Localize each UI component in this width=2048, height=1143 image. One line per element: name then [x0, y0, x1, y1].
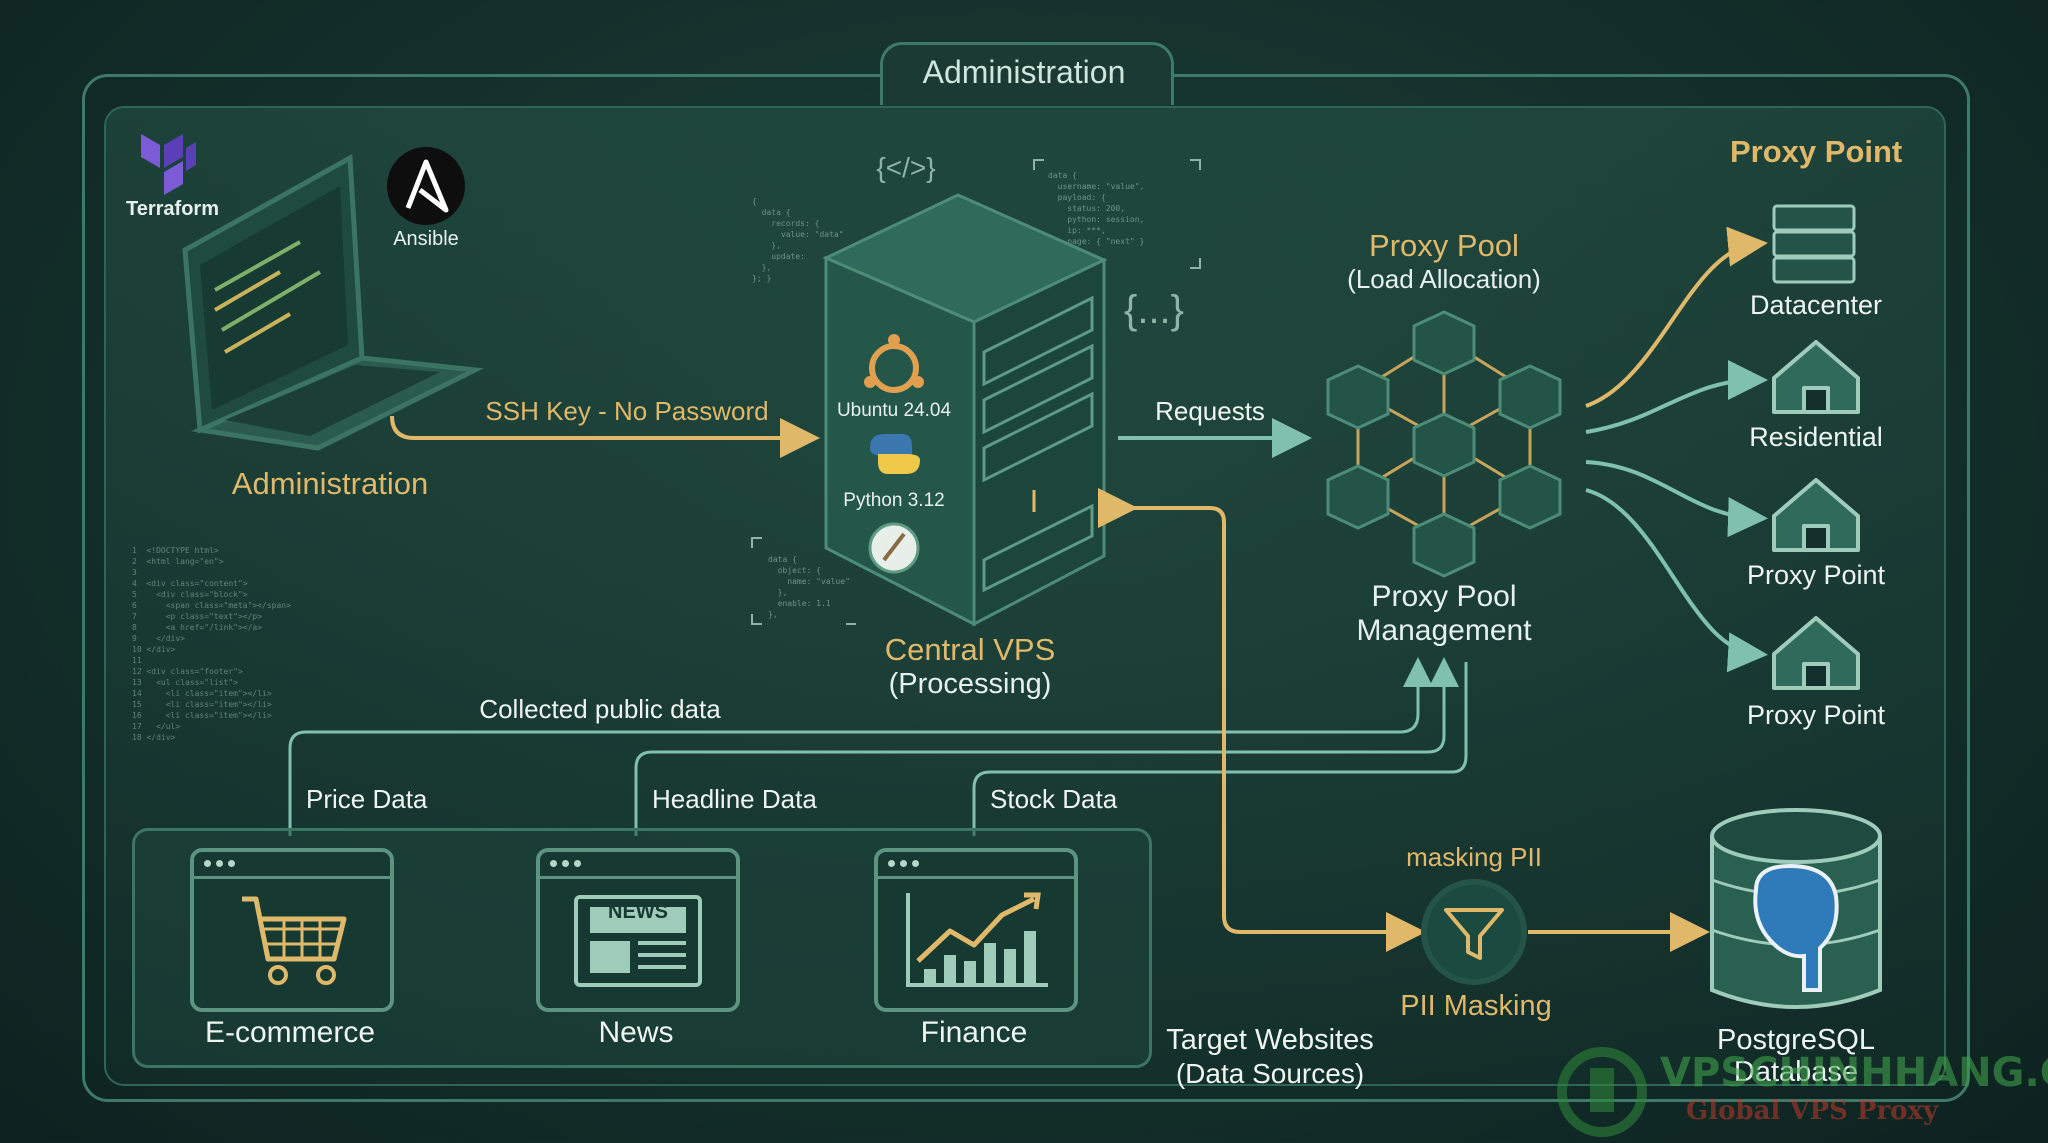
pii-filter-funnel-icon [1421, 879, 1527, 985]
proxy-pool-subtitle: (Load Allocation) [1347, 264, 1541, 294]
newspaper-icon [574, 895, 702, 987]
news-badge: NEWS [608, 901, 668, 923]
administration-label: Administration [231, 466, 429, 501]
proxy-point-house-icon-1 [1772, 478, 1860, 552]
laptop-icon [182, 153, 484, 451]
braces-symbol: {...} [1123, 288, 1185, 332]
requests-label: Requests [1155, 396, 1265, 426]
proxy-node-cubes [1326, 310, 1562, 578]
growth-chart-icon [906, 892, 1048, 987]
watermark-subtitle: Global VPS Proxy [1686, 1096, 1939, 1126]
python-label: Python 3.12 [843, 490, 945, 511]
proxy-point-house-icon-2 [1772, 616, 1860, 690]
central-vps-subtitle: (Processing) [888, 668, 1052, 700]
terraform-icon [141, 134, 196, 195]
sqlite-brush-icon [868, 522, 920, 574]
terraform-label: Terraform [126, 198, 219, 220]
postgresql-label: PostgreSQL [1717, 1024, 1875, 1056]
finance-label: Finance [920, 1016, 1028, 1049]
news-label: News [598, 1016, 674, 1049]
stock-data-label: Stock Data [990, 784, 1118, 814]
ubuntu-icon [864, 334, 924, 393]
postgresql-database-icon [1710, 808, 1882, 1009]
code-symbol: {</>} [876, 152, 936, 183]
json-code-snippet-lower: data { object: { name: "value" }, enable… [768, 555, 850, 619]
watermark-title: VPSCHINHHANG.COM [1660, 1050, 2048, 1096]
datacenter-server-icon [1772, 204, 1856, 284]
html-code-snippet: 1 <!DOCTYPE html> 2 <html lang="en"> 3 4… [132, 546, 291, 742]
pii-masking-label: PII Masking [1400, 990, 1552, 1022]
target-websites-label: Target Websites [1166, 1024, 1374, 1056]
ubuntu-label: Ubuntu 24.04 [836, 400, 952, 421]
proxy-type-proxy-point-2: Proxy Point [1746, 700, 1886, 730]
proxy-pool-title: Proxy Pool [1369, 228, 1519, 263]
title-tab [880, 42, 1174, 105]
data-sources-label: (Data Sources) [1175, 1058, 1365, 1089]
price-data-label: Price Data [306, 784, 428, 814]
ansible-label: Ansible [393, 228, 459, 250]
finance-window [874, 848, 1078, 1012]
python-icon [870, 434, 920, 474]
diagram-title: Administration [922, 54, 1126, 90]
ecommerce-label: E-commerce [204, 1016, 376, 1049]
ansible-icon [387, 147, 465, 225]
ssh-key-label: SSH Key - No Password [485, 396, 769, 426]
proxy-type-proxy-point-1: Proxy Point [1746, 560, 1886, 590]
ecommerce-window [190, 848, 394, 1012]
news-window: NEWS [536, 848, 740, 1012]
watermark-logo-icon [1557, 1047, 1647, 1137]
json-code-snippet-right: data { username: "value", payload: { sta… [1048, 171, 1145, 257]
database-label: Database [1733, 1056, 1859, 1088]
headline-data-label: Headline Data [652, 784, 817, 814]
json-code-snippet-left: { data { records: { value: "data" }, upd… [752, 197, 844, 283]
residential-house-icon [1772, 340, 1860, 414]
central-vps-server-icon [822, 193, 1108, 627]
proxy-type-residential: Residential [1749, 422, 1883, 452]
collected-public-data-label: Collected public data [479, 694, 721, 724]
masking-pii-caption: masking PII [1406, 842, 1542, 872]
proxy-point-corner-label: Proxy Point [1730, 134, 1903, 169]
shopping-cart-icon [242, 896, 347, 985]
central-vps-title: Central VPS [884, 632, 1056, 667]
proxy-pool-management-line2: Management [1356, 614, 1532, 647]
proxy-type-datacenter: Datacenter [1749, 290, 1883, 320]
proxy-pool-management-line1: Proxy Pool [1371, 580, 1517, 613]
